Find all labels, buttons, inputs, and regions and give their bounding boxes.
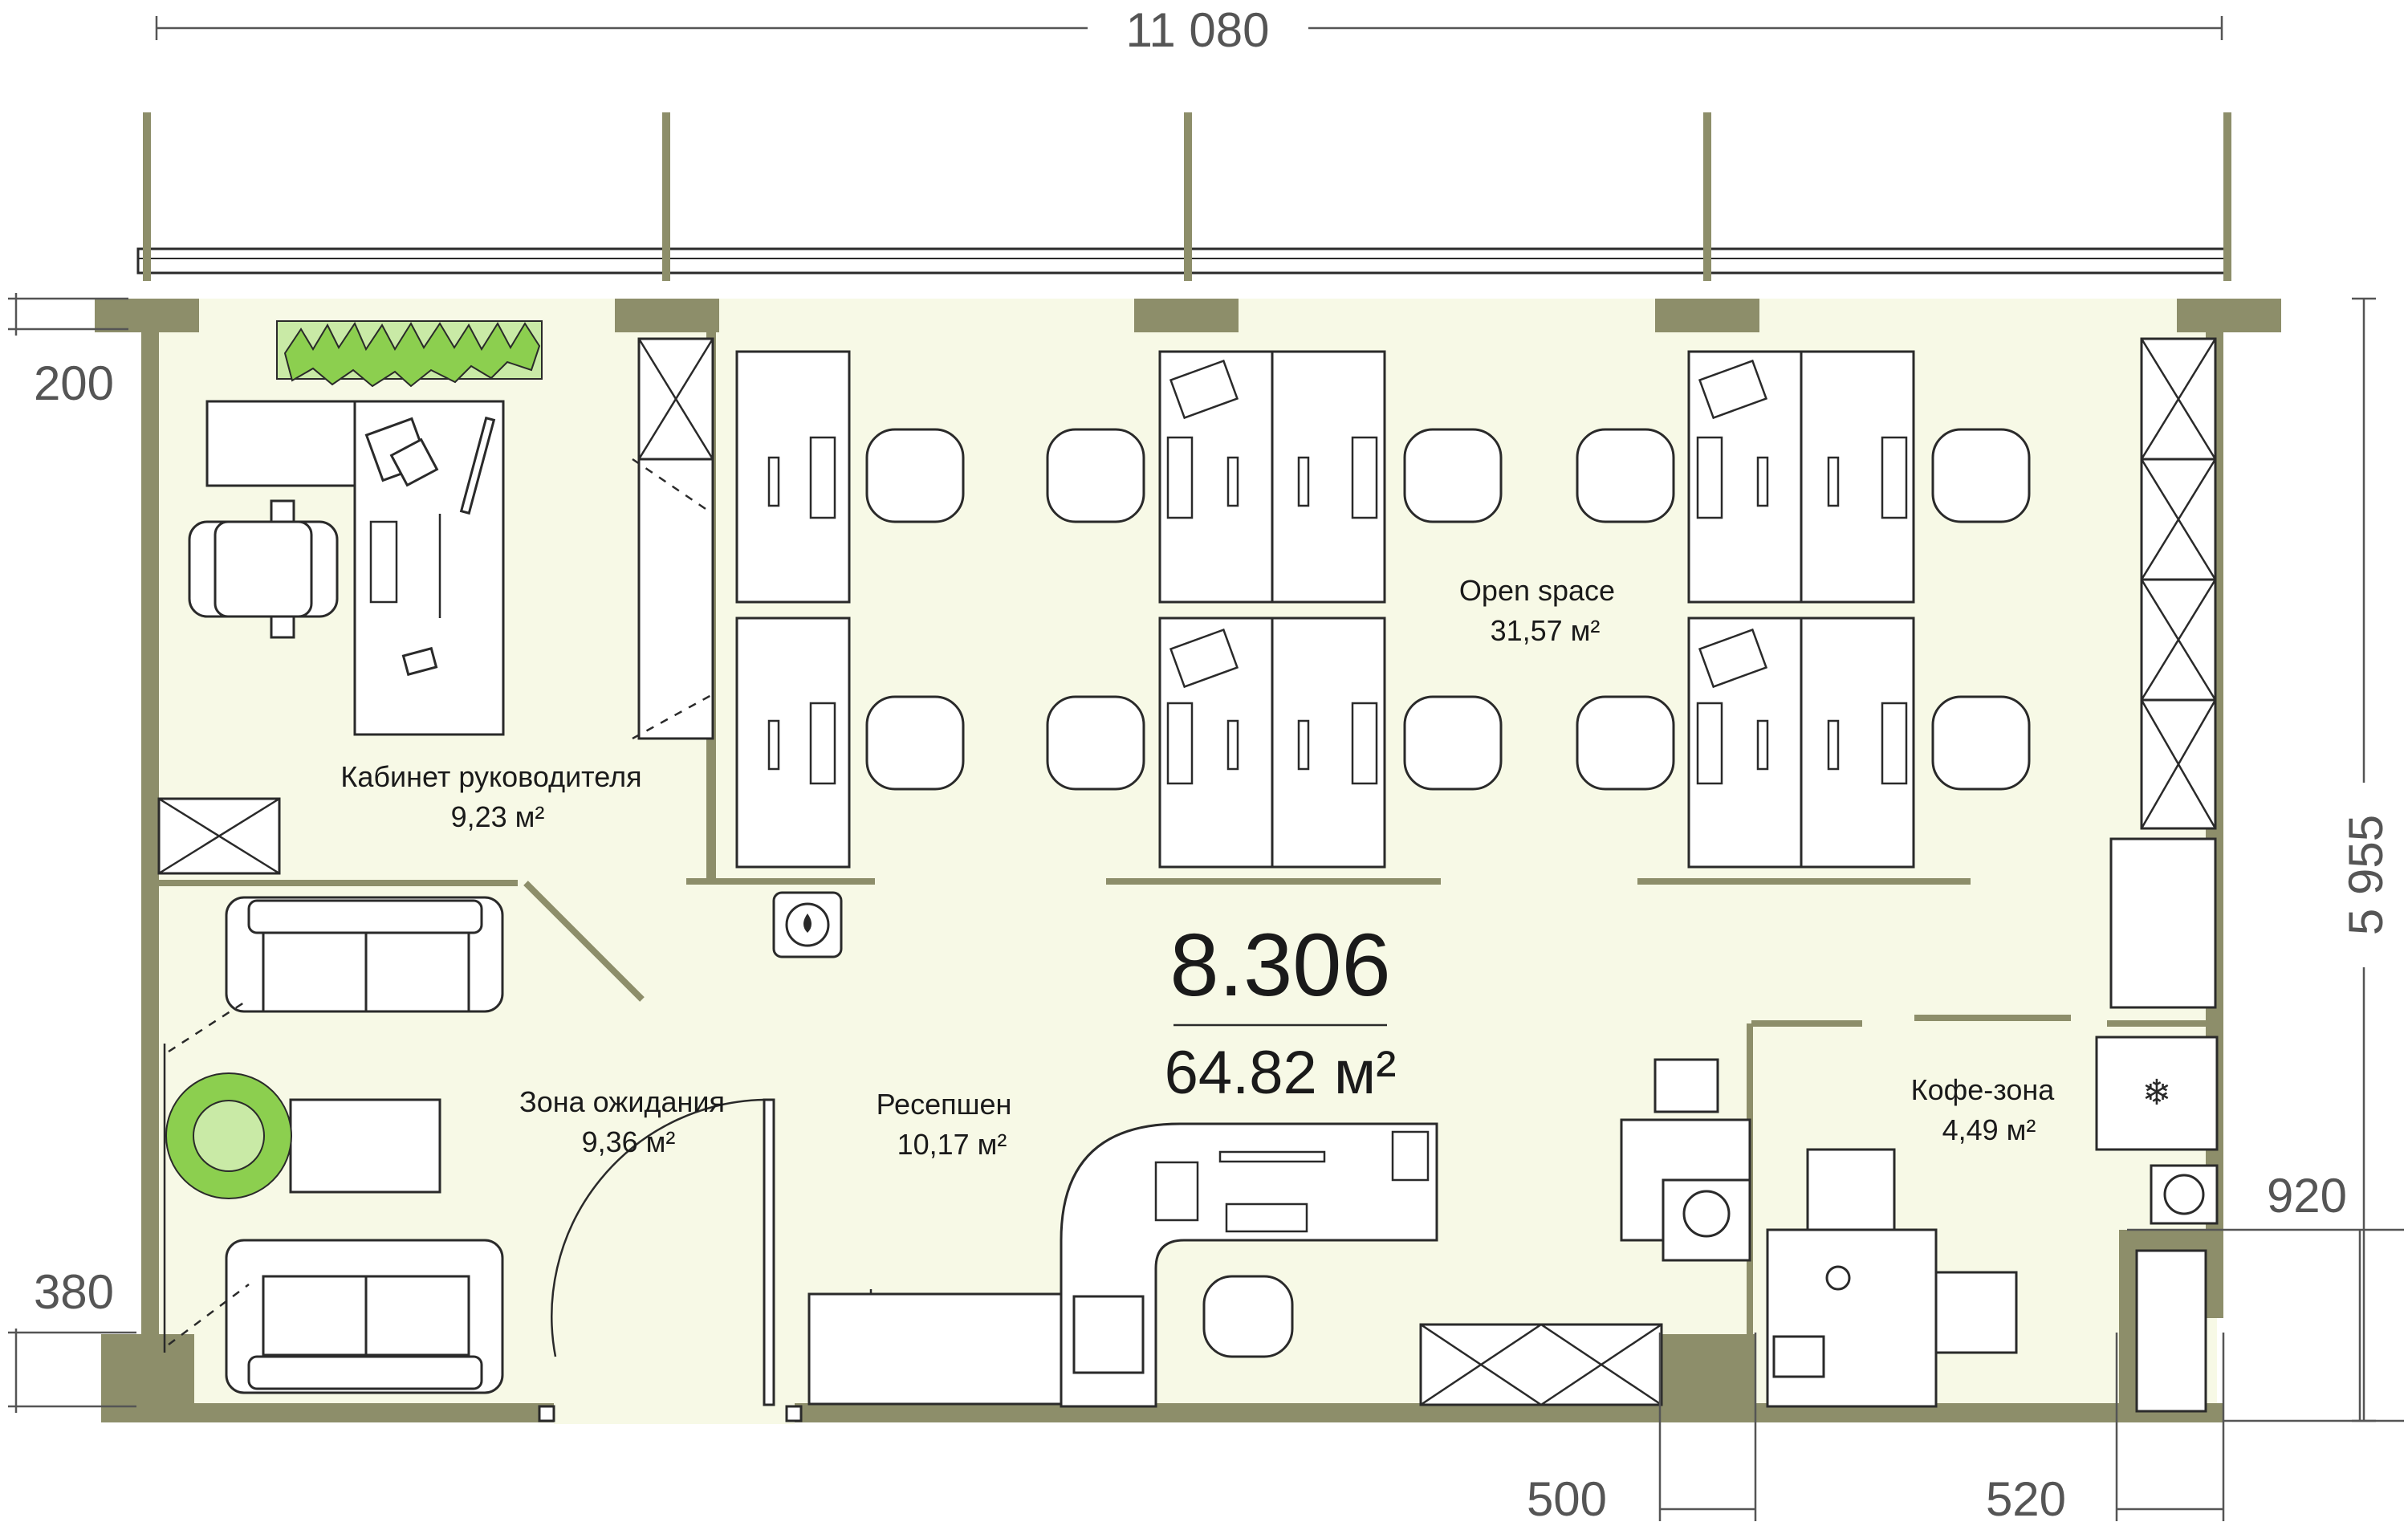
- dimension-bottom-right: 520: [1986, 1472, 2066, 1526]
- dimension-width: 11 080: [1125, 3, 1269, 57]
- copier: [1620, 1058, 1751, 1262]
- snowflake-icon: ❄: [2142, 1073, 2172, 1113]
- room-name-waiting: Зона ожидания: [519, 1085, 725, 1118]
- dimension-bottom-left: 380: [34, 1265, 114, 1319]
- open-space-desks: [735, 350, 1915, 869]
- armchair-icon: [188, 499, 339, 639]
- reception: [807, 1122, 1663, 1408]
- sofa-top: [225, 896, 504, 1013]
- dimension-right-mid: 920: [2267, 1169, 2347, 1223]
- dimension-lines: [8, 16, 2404, 1521]
- room-name-director: Кабинет руководителя: [340, 760, 641, 793]
- wardrobe: [632, 337, 714, 740]
- room-area-waiting: 9,36 м²: [582, 1125, 676, 1158]
- entrance-door: [538, 1098, 803, 1422]
- waiting-area: [163, 896, 504, 1394]
- dimension-bottom-mid: 500: [1527, 1472, 1607, 1526]
- unit-total-area: 64.82 м²: [1165, 1039, 1397, 1107]
- director-office: [157, 400, 505, 875]
- room-area-reception: 10,17 м²: [897, 1128, 1007, 1161]
- room-name-reception: Ресепшен: [877, 1088, 1012, 1121]
- dimension-height: 5 955: [2339, 815, 2393, 935]
- room-name-open-space: Open space: [1459, 574, 1615, 607]
- sofa-bottom: [225, 1239, 504, 1394]
- office-chairs: [865, 428, 2031, 791]
- room-area-director: 9,23 м²: [451, 800, 545, 833]
- room-area-open-space: 31,57 м²: [1491, 614, 1601, 647]
- facade: [136, 112, 2231, 281]
- room-area-coffee: 4,49 м²: [1942, 1113, 2036, 1146]
- unit-number: 8.306: [1169, 916, 1390, 1015]
- room-name-coffee: Кофе-зона: [1911, 1073, 2056, 1106]
- storage-cabinets: [2109, 337, 2217, 1009]
- dimension-top-left: 200: [34, 356, 114, 410]
- coffee-zone: ❄: [1766, 1036, 2219, 1408]
- plant-icon: [276, 320, 543, 388]
- water-drop-icon: [772, 891, 843, 958]
- plant-icon: [165, 1072, 292, 1199]
